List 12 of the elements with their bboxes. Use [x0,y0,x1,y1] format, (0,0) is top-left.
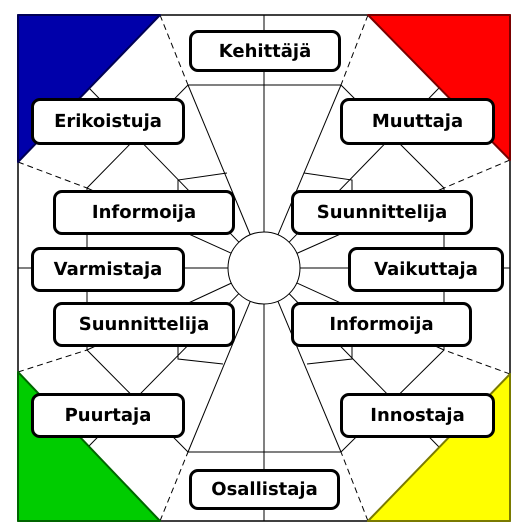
role-box: Varmistaja [31,247,185,292]
role-box: Suunnittelija [291,190,473,235]
role-box: Osallistaja [189,469,340,510]
role-box: Suunnittelija [53,302,235,347]
role-box: Muuttaja [340,98,495,145]
role-box: Innostaja [340,393,495,438]
role-box: Informoija [291,302,472,347]
role-box: Kehittäjä [189,30,341,72]
role-box: Puurtaja [31,393,185,438]
role-box: Vaikuttaja [348,247,504,292]
role-box: Informoija [53,190,235,235]
role-box: Erikoistuja [31,98,185,145]
